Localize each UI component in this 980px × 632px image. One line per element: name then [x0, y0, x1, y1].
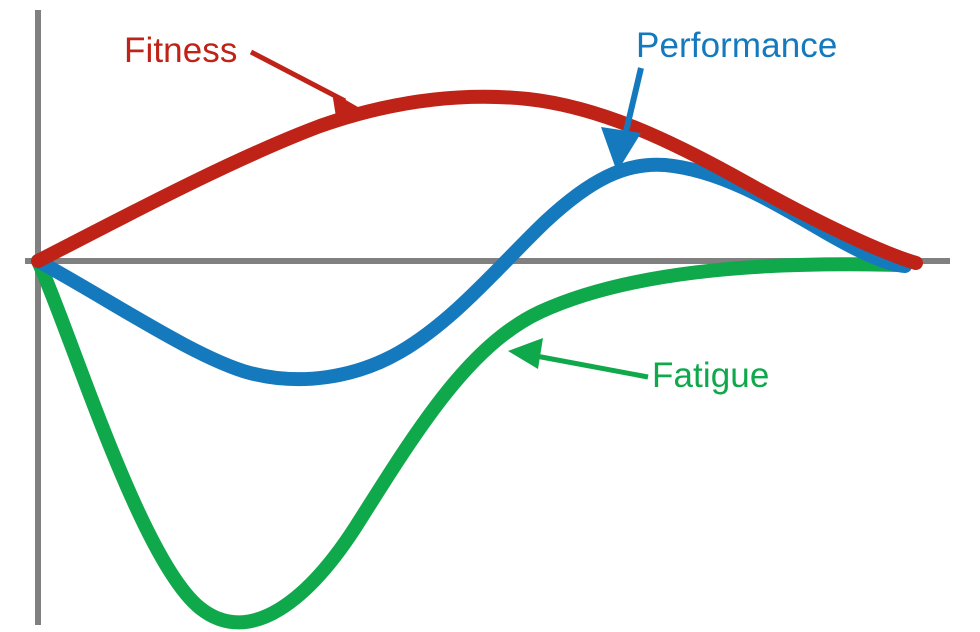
performance-arrow-shaft: [621, 67, 644, 141]
fitness-label: Fitness: [124, 31, 238, 70]
fitness-arrow: [249, 49, 370, 117]
fatigue-arrow-shaft: [535, 353, 649, 380]
fatigue-arrow-head: [508, 338, 543, 369]
performance-arrow-head: [601, 127, 641, 172]
fatigue-label: Fatigue: [652, 356, 770, 395]
performance-label: Performance: [636, 26, 838, 65]
fitness-arrow-shaft: [249, 49, 347, 104]
performance-arrow: [601, 67, 644, 172]
fatigue-curve: [31, 254, 905, 630]
fitness-arrow-head: [332, 92, 370, 117]
fitness-curve: [31, 89, 923, 270]
fatigue-arrow: [508, 338, 649, 380]
